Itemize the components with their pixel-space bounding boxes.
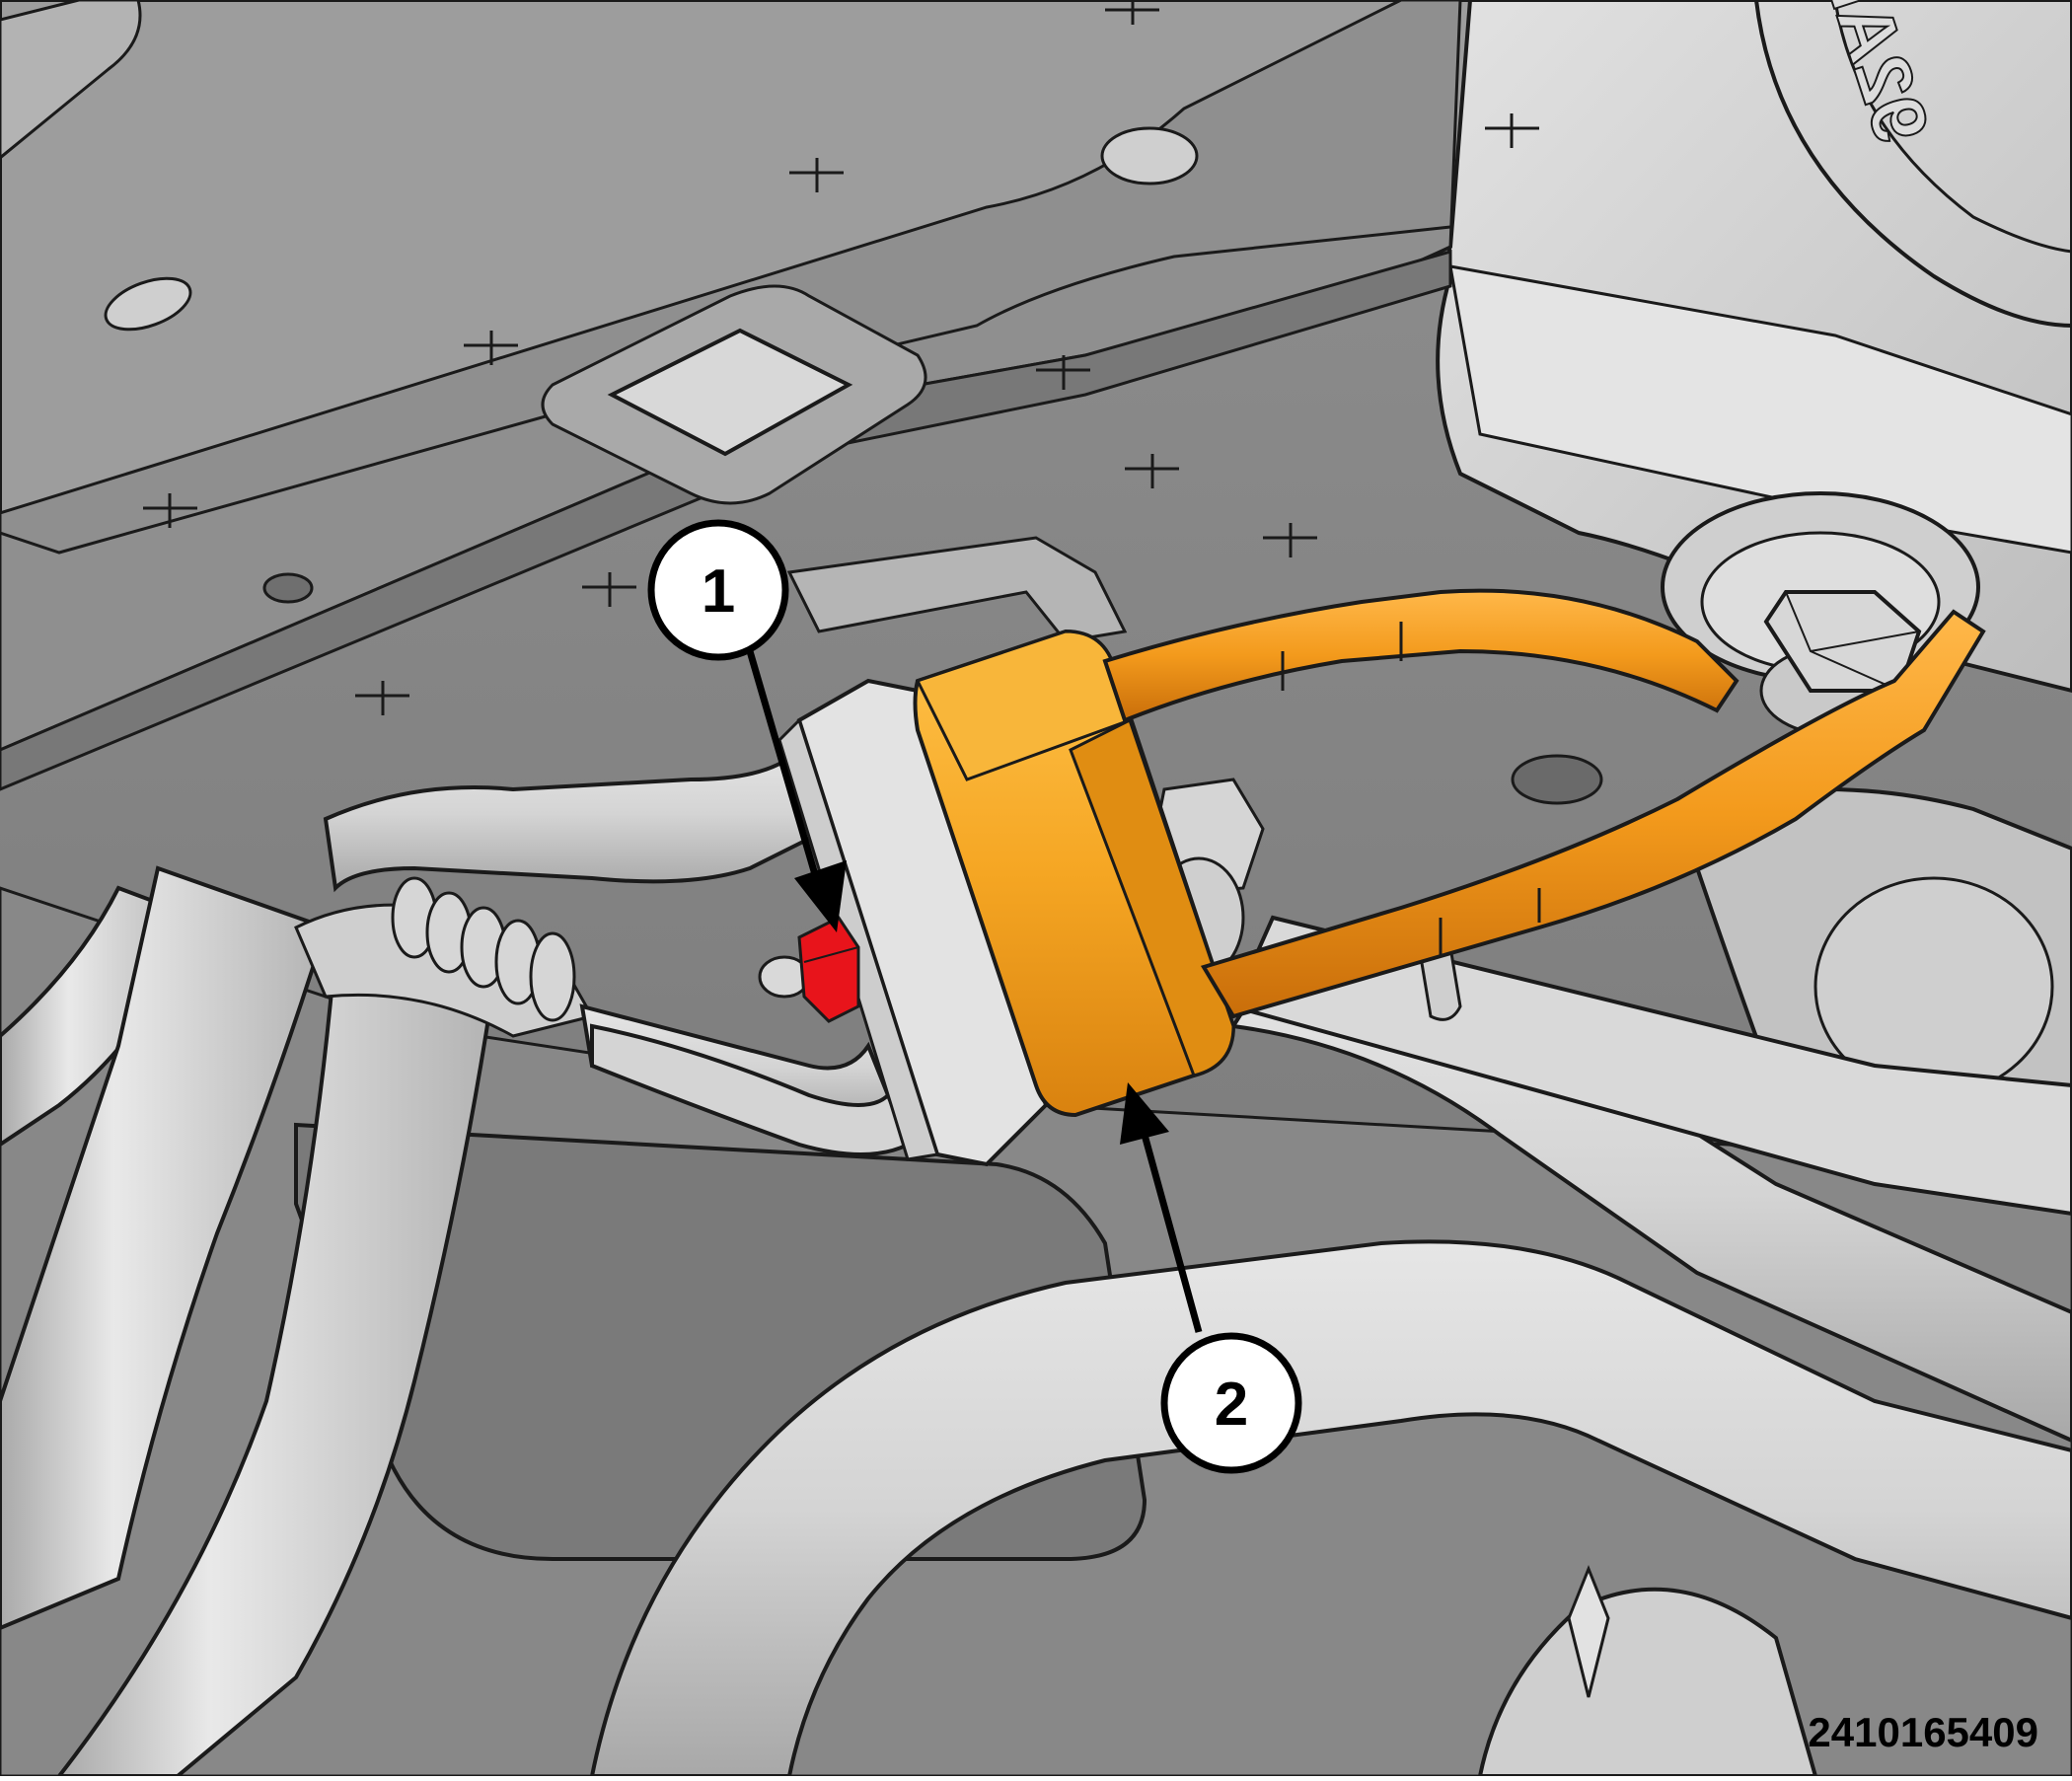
lower-fitting-tip [1567,1564,1610,1698]
hole-left [104,276,192,332]
pipe-vertical-2 [0,865,329,1631]
hole-upper [1100,126,1199,186]
callout-2-circle [1160,1332,1302,1474]
red-nut [758,916,860,1023]
bolt-head-edge [1785,591,1920,692]
callout-1: 1 [647,519,847,932]
small-stud [1419,945,1462,1021]
callout-1-label: 1 [702,557,735,626]
callout-1-arrowhead [794,860,847,932]
pipe-lower-large [589,1239,2072,1778]
mounting-block-face [777,717,939,1161]
figure-id-label: 2410165409 [1808,1709,2038,1755]
housing-ring-inner [1833,0,2072,254]
orange-clamp-side [1069,717,1235,1077]
hole-small [262,572,314,604]
callout-2-label: 2 [1215,1371,1248,1439]
callout-2: 2 [1120,1082,1302,1474]
flex-hose-ribs [391,876,576,1022]
orange-line-highlight [1281,622,1541,957]
orange-line-upper [1102,588,1739,723]
housing-ring [1754,0,2072,328]
square-plug [607,328,853,457]
rivet-marks [143,0,1539,715]
callout-2-arrowhead [1120,1082,1169,1145]
hole-right [1511,754,1603,805]
bracket [786,536,1128,643]
housing-lower [1448,264,2072,555]
callout-1-leader [746,650,823,889]
callout-2-leader [1141,1134,1203,1333]
orange-line-lower [1200,609,1986,1019]
callout-1-circle [647,519,789,661]
slot-top-left [0,0,142,160]
